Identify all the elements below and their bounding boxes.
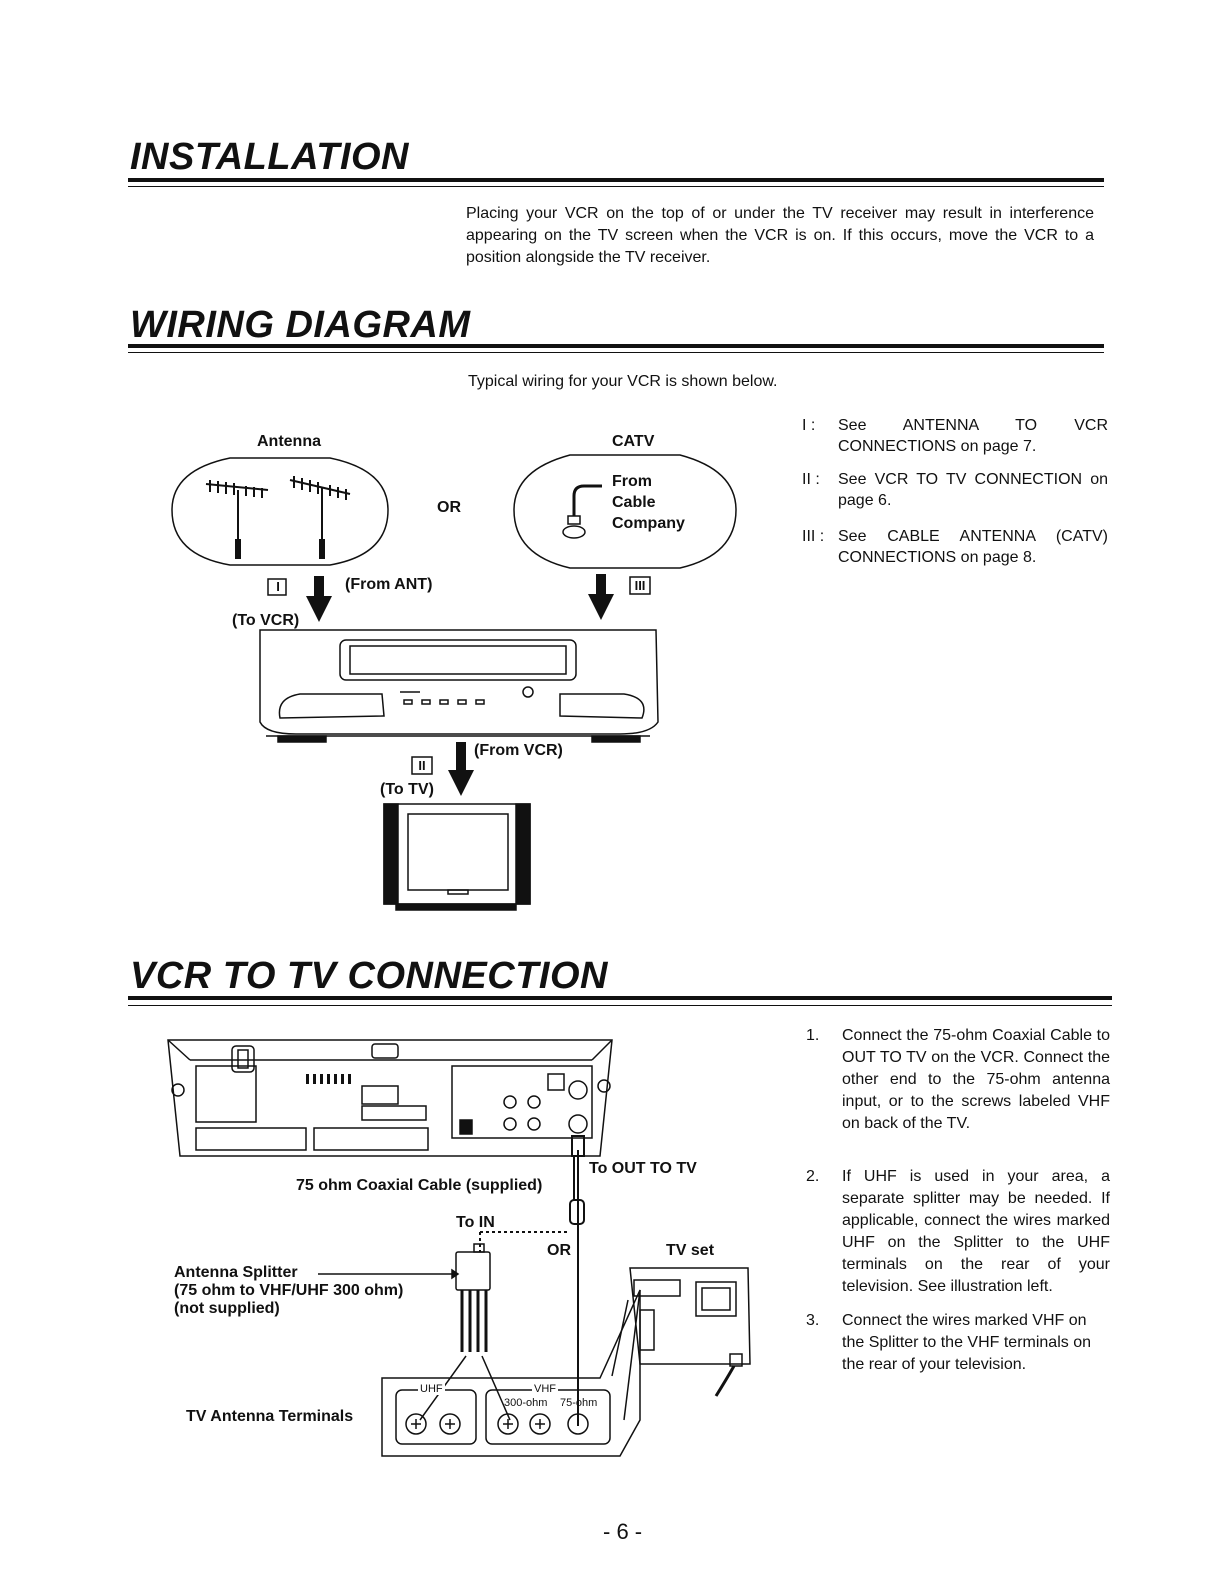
step-1-num: 1. [806, 1027, 820, 1044]
note-3-mark: III : [802, 528, 825, 545]
page-number: - 6 - [603, 1519, 643, 1544]
vcr-tv-rule [128, 996, 1112, 1000]
label-to-vcr: (To VCR) [232, 612, 300, 629]
step-3-text: Connect the wires marked VHF on the Spli… [842, 1312, 1091, 1373]
label-company: Company [612, 515, 685, 532]
label-tv-set: TV set [666, 1242, 715, 1259]
mark-1-box: I [276, 579, 280, 594]
note-1-text: See ANTENNA TO VCR CONNECTIONS on page 7… [838, 417, 1108, 455]
label-not-supplied: (not supplied) [174, 1300, 280, 1317]
label-from-vcr: (From VCR) [474, 742, 563, 759]
step-1-text: Connect the 75-ohm Coaxial Cable to OUT … [842, 1027, 1110, 1132]
splitter [318, 1243, 511, 1421]
note-2-mark: II : [802, 471, 820, 488]
label-or-2: OR [547, 1242, 571, 1259]
installation-heading: INSTALLATION [130, 136, 409, 178]
arrows [306, 574, 614, 796]
label-catv: CATV [612, 433, 655, 450]
vcr-tv-rule-thin [128, 1005, 1112, 1006]
wiring-rule-thin [128, 352, 1104, 353]
note-3: III : See CABLE ANTENNA (CATV) CONNECTIO… [802, 526, 1108, 570]
label-to-tv: (To TV) [380, 781, 434, 798]
numeral-boxes [267, 576, 651, 775]
label-cable: Cable [612, 494, 656, 511]
vcr-tv-heading: VCR TO TV CONNECTION [130, 955, 608, 997]
wiring-rule [128, 344, 1104, 348]
note-1: I : See ANTENNA TO VCR CONNECTIONS on pa… [802, 415, 1108, 459]
step-1: 1. Connect the 75-ohm Coaxial Cable to O… [806, 1025, 1112, 1155]
installation-rule-thin [128, 186, 1104, 187]
label-antenna: Antenna [257, 433, 321, 450]
label-to-out: To OUT TO TV [589, 1160, 697, 1177]
tv-front [383, 803, 531, 911]
label-from: From [612, 473, 652, 490]
label-splitter: Antenna Splitter [174, 1264, 298, 1281]
vcr-rear [167, 1039, 613, 1157]
label-tv-terminals: TV Antenna Terminals [186, 1408, 354, 1425]
vcr-rear-vents [306, 1074, 351, 1084]
label-75-ohm: 75-ohm [560, 1397, 598, 1409]
mark-3-box: III [634, 578, 646, 593]
label-splitter-spec: (75 ohm to VHF/UHF 300 ohm) [174, 1282, 404, 1299]
note-1-mark: I : [802, 417, 816, 434]
tv-set-rear [611, 1267, 751, 1421]
label-vhf: VHF [532, 1383, 558, 1395]
label-uhf: UHF [418, 1383, 445, 1395]
label-to-in: To IN [456, 1214, 495, 1231]
label-or: OR [437, 499, 461, 516]
label-from-ant: (From ANT) [345, 576, 433, 593]
note-2: II : See VCR TO TV CONNECTION on page 6. [802, 469, 1108, 513]
cable-icon [562, 484, 602, 539]
mark-2-box: II [418, 758, 426, 773]
label-300-ohm: 300-ohm [504, 1397, 548, 1409]
step-2-text: If UHF is used in your area, a separate … [842, 1168, 1110, 1295]
antenna-icon [205, 476, 351, 559]
step-2: 2. If UHF is used in your area, a separa… [806, 1166, 1112, 1296]
catv-enclosure [513, 454, 737, 569]
terminal-panel [381, 1289, 641, 1457]
wiring-heading: WIRING DIAGRAM [130, 304, 471, 346]
installation-rule [128, 178, 1104, 182]
coax-cable [479, 1135, 585, 1426]
note-3-text: See CABLE ANTENNA (CATV) CONNECTIONS on … [838, 528, 1108, 566]
wiring-intro: Typical wiring for your VCR is shown bel… [468, 373, 778, 390]
note-2-text: See VCR TO TV CONNECTION on page 6. [838, 471, 1108, 509]
step-3-num: 3. [806, 1312, 820, 1329]
label-coax: 75 ohm Coaxial Cable (supplied) [296, 1177, 543, 1194]
step-3: 3. Connect the wires marked VHF on the S… [806, 1310, 1112, 1380]
vcr-front [259, 629, 659, 743]
installation-text: Placing your VCR on the top of or under … [466, 205, 1094, 266]
antenna-enclosure [171, 457, 389, 566]
step-2-num: 2. [806, 1168, 820, 1185]
